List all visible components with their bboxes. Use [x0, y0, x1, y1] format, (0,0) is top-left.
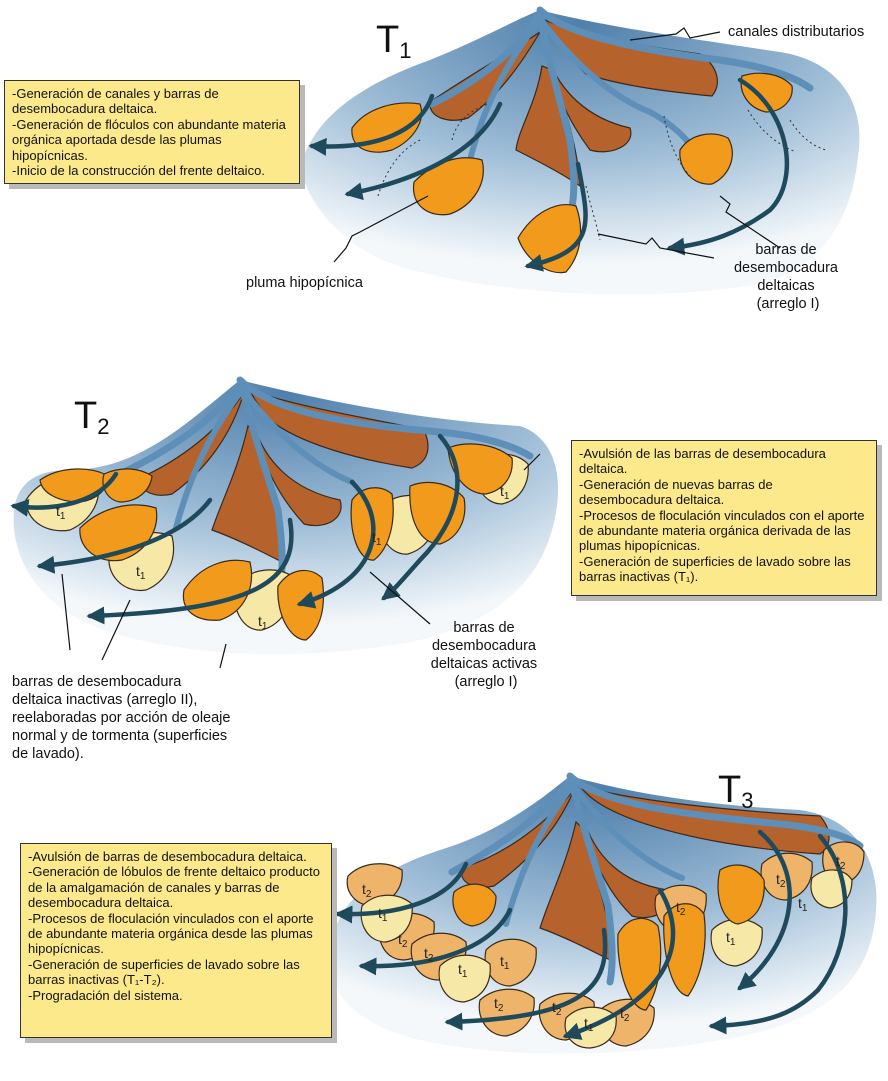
t1-note-line: -Generación de canales y barras de desem…: [12, 86, 219, 117]
t3-note-line: -Avulsión de barras de desembocadura del…: [28, 849, 307, 864]
svg-text:t2: t2: [836, 853, 846, 872]
svg-text:t1: t1: [798, 895, 808, 914]
panel-t2: T2 t1 t1 t1 t1 t1 barras de desembocadur…: [10, 376, 559, 762]
t2-note-line: -Generación de superficies de lavado sob…: [579, 553, 851, 585]
t2-plume-arrows: [10, 433, 460, 625]
t1-arrow-southwest: [344, 101, 503, 201]
t2-leader-lines: [61, 453, 541, 669]
t2-note-box: -Avulsión de las barras de desembocadura…: [571, 440, 877, 596]
svg-text:t1: t1: [372, 529, 382, 548]
svg-text:t2: t2: [776, 871, 786, 890]
svg-text:t1: t1: [136, 563, 146, 582]
t3-note-line: -Progradación del sistema.: [28, 987, 183, 1003]
svg-text:t2: t2: [552, 999, 562, 1018]
svg-text:t2: t2: [362, 881, 372, 900]
t3-bar-age-labels: t2 t1 t2 t2 t1 t1 t2 t2 t1 t2 t2 t1 t2 t…: [362, 853, 846, 1034]
t3-note-line: -Procesos de floculación vinculados con …: [28, 910, 314, 957]
panel-t1: T1 canales distributarios pluma hipopícn…: [246, 6, 864, 312]
t3-note-line: -Generación de superficies de lavado sob…: [28, 956, 300, 988]
t1-label-bars: barras de desembocadura deltaicas (arreg…: [734, 242, 842, 312]
t1-distributary-channels: [428, 6, 814, 218]
t3-arrow-south: [444, 927, 608, 1031]
t2-arrow-west: [10, 471, 119, 517]
t2-title: T2: [74, 395, 109, 439]
t1-label-channels: canales distributarios: [728, 24, 864, 40]
t1-title: T1: [376, 19, 411, 63]
t1-note-line: -Generación de flóculos con abundante ma…: [12, 116, 286, 163]
t1-note-box: -Generación de canales y barras de desem…: [4, 80, 300, 184]
svg-text:t1: t1: [458, 961, 468, 980]
t1-note-line: -Inicio de la construcción del frente de…: [12, 163, 265, 179]
svg-text:t2: t2: [494, 995, 504, 1014]
t2-note-line: -Avulsión de las barras de desembocadura…: [579, 446, 826, 477]
t2-arrow-east-a: [296, 479, 376, 609]
t1-wash-lines: [377, 103, 827, 241]
svg-text:t1: t1: [584, 1015, 594, 1034]
t1-plume-arrows: [308, 77, 790, 272]
t2-label-inactive-bars: barras de desembocadura deltaica inactiv…: [12, 674, 235, 762]
t2-distributary-channels: [116, 376, 534, 590]
svg-text:t1: t1: [500, 953, 510, 972]
svg-text:t2: t2: [676, 899, 686, 918]
t3-distributary-channels: [448, 772, 864, 986]
t2-arrow-south: [86, 517, 294, 625]
t3-arrow-center: [562, 887, 676, 1040]
t1-leader-lines: [333, 27, 781, 263]
t1-arrow-south: [524, 161, 588, 272]
t2-arrow-east-b: [381, 433, 460, 601]
svg-text:t2: t2: [398, 931, 408, 950]
svg-text:t1: t1: [378, 905, 388, 924]
t2-label-active-bars: barras de desembocadura deltaicas activa…: [431, 620, 541, 690]
t3-plume-arrows: [334, 829, 848, 1040]
t2-note-line: -Procesos de floculación vinculados con …: [579, 507, 865, 554]
t3-arrow-southwest: [358, 907, 513, 976]
t3-arrow-west: [334, 861, 469, 924]
t1-label-plume: pluma hipopícnica: [246, 275, 364, 291]
svg-text:t2: t2: [424, 945, 434, 964]
svg-text:t1: t1: [258, 613, 268, 632]
t1-arrow-southeast: [666, 77, 790, 256]
svg-text:t1: t1: [56, 503, 66, 522]
t1-mouth-bars: [351, 72, 793, 274]
svg-text:t1: t1: [500, 483, 510, 502]
t3-note-box: -Avulsión de barras de desembocadura del…: [20, 843, 332, 1038]
t1-arrow-west: [308, 93, 435, 156]
t3-arrow-east-a: [737, 829, 792, 991]
t2-bar-age-labels: t1 t1 t1 t1 t1: [56, 483, 510, 632]
t3-title: T3: [718, 769, 753, 813]
t2-note-line: -Generación de nuevas barras de desemboc…: [579, 476, 773, 508]
t3-arrow-east-b: [708, 833, 848, 1035]
svg-text:t1: t1: [726, 929, 736, 948]
t3-note-line: -Generación de lóbulos de frente deltaic…: [28, 864, 320, 911]
panel-t3: T3 t2 t1 t2 t2 t1 t1 t2 t2 t1 t2 t2 t1 t…: [330, 769, 877, 1054]
t1-water-body: [300, 10, 860, 295]
t2-arrow-southwest: [36, 497, 213, 574]
svg-text:t2: t2: [620, 1005, 630, 1024]
